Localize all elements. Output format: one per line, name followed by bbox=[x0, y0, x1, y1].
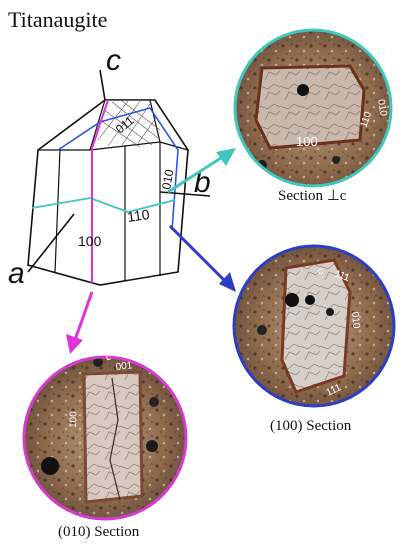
micrograph-100: c 111 010 111 (100) Section bbox=[232, 244, 396, 434]
perp-c-label-110: 110 bbox=[358, 110, 374, 129]
face-label-100: 100 bbox=[78, 233, 102, 249]
a-axis-line bbox=[27, 213, 75, 273]
perp-c-label-100: 100 bbox=[296, 134, 318, 149]
blue-trace bbox=[57, 107, 179, 231]
s100-label-c: c bbox=[318, 266, 323, 277]
face-label-010: 010 bbox=[159, 168, 176, 190]
perp-c-label-010: 010 bbox=[375, 99, 389, 118]
arrow-pink bbox=[66, 291, 94, 354]
ring-perp-c bbox=[233, 28, 393, 188]
face-011-hatch bbox=[97, 100, 161, 148]
s100-label-111-top: 111 bbox=[333, 268, 351, 284]
axis-label-a: a bbox=[8, 257, 25, 290]
ring-010 bbox=[22, 355, 188, 521]
arrow-teal bbox=[167, 148, 236, 194]
ring-100 bbox=[232, 244, 396, 408]
crystal-model: 011 010 110 100 c b a bbox=[8, 44, 211, 290]
micrograph-perp-c: 100 110 010 Section ⊥c bbox=[233, 28, 393, 204]
micrograph-010: c 001 100 (010) Section bbox=[22, 352, 188, 540]
s010-label-001: 001 bbox=[115, 360, 133, 373]
b-axis-line bbox=[159, 191, 211, 197]
caption-010: (010) Section bbox=[58, 524, 140, 540]
caption-perp-c: Section ⊥c bbox=[278, 188, 347, 204]
diagram-title: Titanaugite bbox=[8, 7, 107, 32]
s010-label-c: c bbox=[106, 352, 111, 363]
s100-label-010: 010 bbox=[349, 311, 361, 329]
crystal-outline bbox=[27, 99, 189, 286]
axis-label-c: c bbox=[106, 44, 121, 77]
c-axis-line bbox=[99, 69, 106, 101]
s010-label-100: 100 bbox=[68, 411, 80, 428]
arrow-blue bbox=[168, 224, 236, 292]
caption-100: (100) Section bbox=[270, 418, 352, 434]
face-label-110: 110 bbox=[126, 206, 151, 225]
teal-trace bbox=[31, 197, 176, 213]
